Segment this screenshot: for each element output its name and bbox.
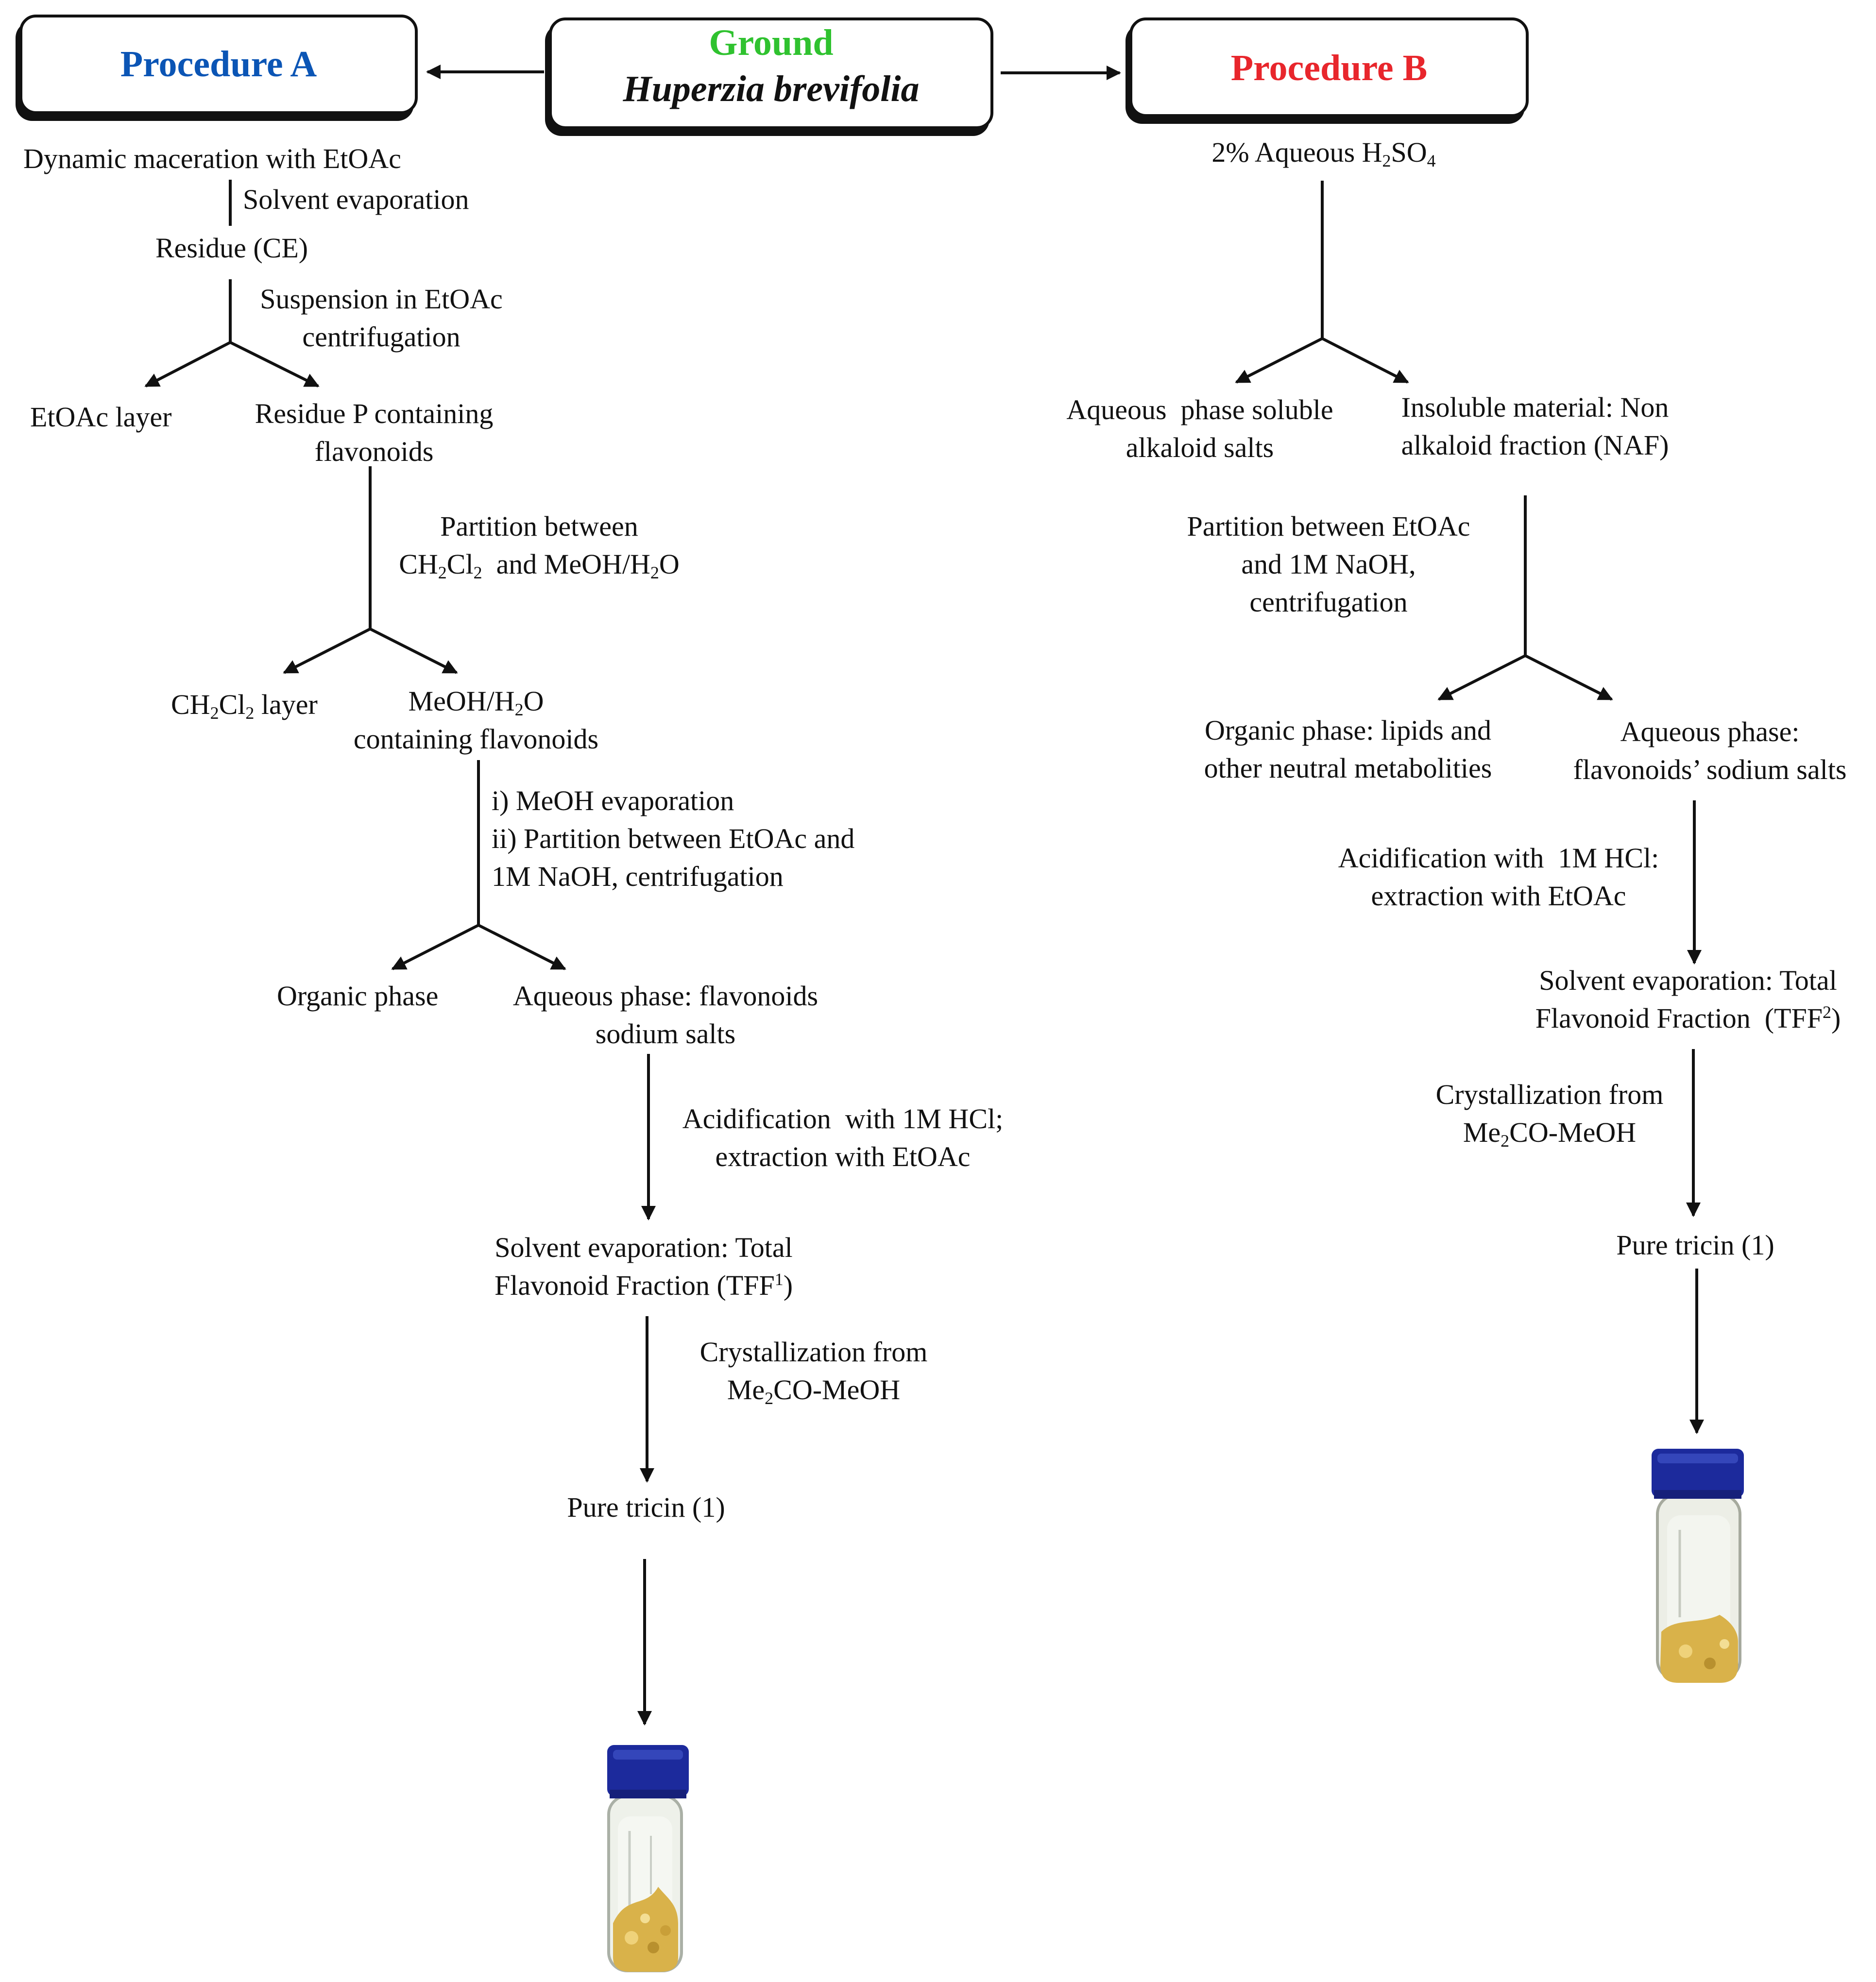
branch-b1-right: [1321, 337, 1409, 384]
branch-a1-right: [229, 341, 320, 388]
plant-name: Huperzia brevifolia: [623, 68, 920, 109]
b-organic-phase: Organic phase: lipids and other neutral …: [1204, 714, 1492, 784]
a-crystallization: Crystallization from Me2CO-MeOH: [699, 1336, 928, 1408]
branch-b2-left: [1437, 654, 1526, 701]
vial-b-image: [1652, 1449, 1744, 1683]
a-residue-ce: Residue (CE): [155, 232, 308, 264]
b-partition: Partition between EtOAc and 1M NaOH, cen…: [1187, 510, 1470, 618]
a-ch2cl2-layer: CH2Cl2 layer: [171, 689, 318, 723]
branch-a3-left: [391, 924, 479, 970]
a-acidification: Acidification with 1M HCl; extraction wi…: [682, 1103, 1004, 1172]
procedure-b-title: Procedure B: [1230, 48, 1428, 88]
branch-a1-left: [144, 341, 231, 388]
vial-a-image: [607, 1745, 689, 1972]
procedure-a-title: Procedure A: [120, 44, 317, 85]
a-maceration: Dynamic maceration with EtOAc: [23, 143, 401, 174]
b-acid: 2% Aqueous H2SO4: [1211, 136, 1436, 171]
b-crystallization: Crystallization from Me2CO-MeOH: [1435, 1079, 1664, 1151]
procedure-b-box: Procedure B: [1129, 17, 1529, 117]
a-solvent-evaporation: Solvent evaporation: [243, 184, 469, 215]
a-etoac-layer: EtOAc layer: [30, 401, 172, 433]
a-residue-p: Residue P containing flavonoids: [255, 398, 494, 467]
a-suspension: Suspension in EtOAc centrifugation: [260, 283, 503, 353]
a-aqueous-phase: Aqueous phase: flavonoids sodium salts: [512, 980, 819, 1050]
a-organic-phase: Organic phase: [277, 980, 439, 1012]
branch-a2-left: [283, 627, 371, 674]
a-meoh-steps: i) MeOH evaporation ii) Partition betwee…: [492, 785, 855, 892]
branch-b2-right: [1524, 654, 1613, 701]
a-tff: Solvent evaporation: Total Flavonoid Fra…: [494, 1232, 793, 1301]
procedure-a-box: Procedure A: [19, 15, 418, 114]
b-aqueous-salts: Aqueous phase soluble alkaloid salts: [1066, 394, 1333, 463]
b-pure-tricin: Pure tricin (1): [1616, 1229, 1774, 1261]
a-pure-tricin: Pure tricin (1): [567, 1491, 725, 1523]
a-meoh-h2o: MeOH/H2O containing flavonoids: [353, 685, 599, 755]
branch-a2-right: [369, 627, 458, 674]
a-partition-1: Partition between CH2Cl2 and MeOH/H2O: [399, 510, 680, 583]
b-aqueous-phase: Aqueous phase: flavonoids’ sodium salts: [1573, 716, 1847, 785]
b-insoluble: Insoluble material: Non alkaloid fractio…: [1401, 391, 1669, 461]
b-acidification: Acidification with 1M HCl: extraction wi…: [1338, 842, 1659, 912]
branch-b1-left: [1235, 337, 1323, 384]
b-tff: Solvent evaporation: Total Flavonoid Fra…: [1535, 965, 1841, 1034]
ground-label: Ground: [709, 22, 834, 63]
ground-plant-box: Ground Huperzia brevifolia: [549, 17, 993, 129]
branch-a3-right: [478, 924, 566, 970]
